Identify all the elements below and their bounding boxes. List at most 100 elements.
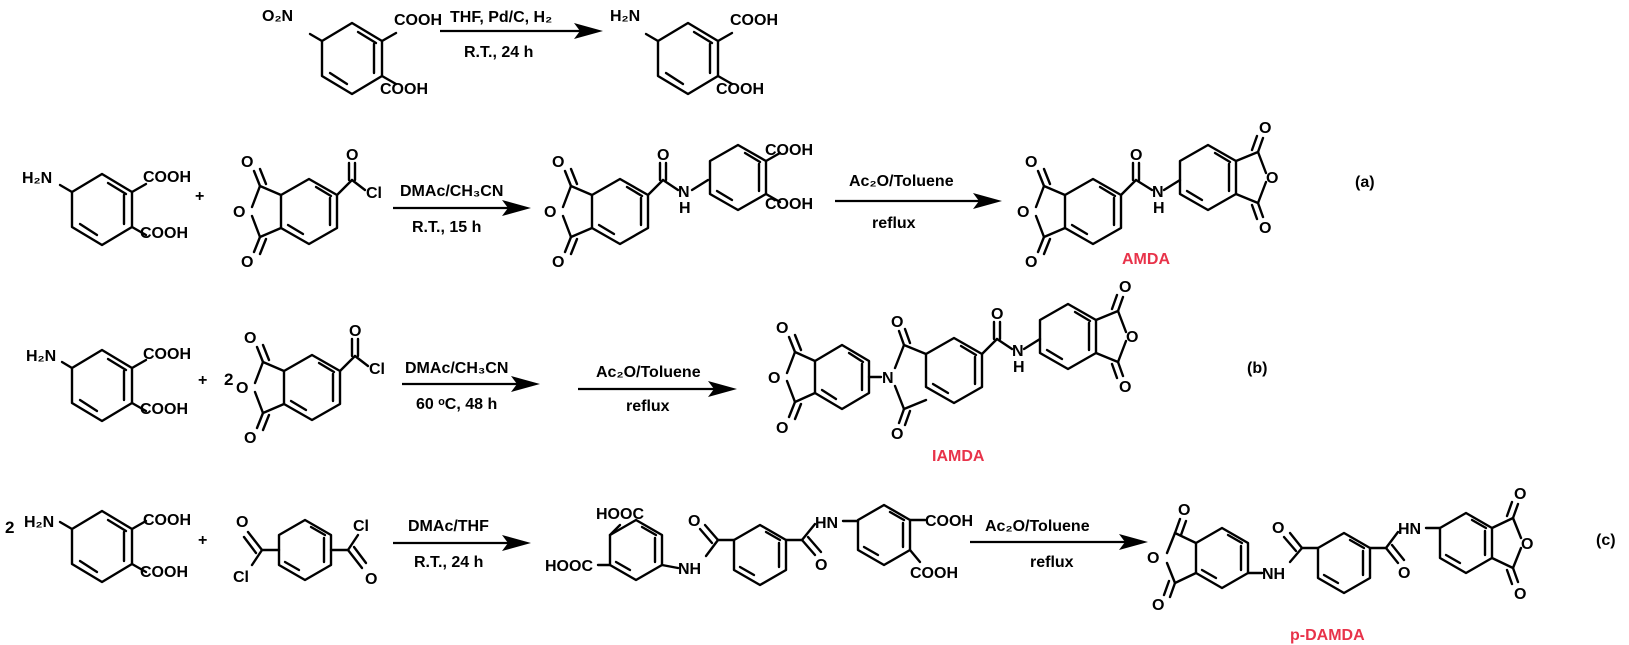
oxygen-label: O: [1025, 154, 1037, 171]
reaction-arrow: DMAc/THF R.T., 24 h: [393, 518, 531, 571]
amda-product: O O O O N H O O O AMDA: [1017, 120, 1278, 271]
condition-label: R.T., 15 h: [412, 219, 481, 236]
acid-label: COOH: [143, 346, 191, 363]
oxygen-label: O: [552, 254, 564, 271]
trimellitic-anhydride-chloride: O O O O Cl: [233, 147, 382, 271]
plus-sign: +: [198, 372, 207, 389]
oxygen-label: O: [1266, 170, 1278, 187]
amide-nitrogen-label: HN: [815, 515, 838, 532]
acid-label: COOH: [910, 565, 958, 582]
amide-hydrogen-label: H: [1013, 359, 1025, 376]
condition-label: reflux: [1030, 554, 1074, 571]
p-damda-product: O O O NH O O HN O O O p-DAMDA: [1147, 486, 1533, 644]
oxygen-label: O: [657, 147, 669, 164]
amide-nitrogen-label: N: [678, 184, 690, 201]
compound-name-amda: AMDA: [1122, 251, 1170, 268]
oxygen-label: O: [244, 430, 256, 447]
oxygen-label: O: [1259, 120, 1271, 137]
reaction-c: 2 H₂N COOH COOH + O: [5, 486, 1616, 644]
reaction-0: O₂N COOH COOH THF, Pd/C, H₂ R.T., 24 h H…: [262, 8, 778, 98]
oxygen-label: O: [776, 420, 788, 437]
plus-sign: +: [198, 532, 207, 549]
oxygen-label: O: [1152, 597, 1164, 614]
reaction-arrow: DMAc/CH₃CN 60 ᵒC, 48 h: [402, 360, 540, 413]
oxygen-label: O: [891, 314, 903, 331]
trimellitic-anhydride-chloride: O O O O Cl: [236, 323, 385, 447]
bis-amic-acid-intermediate: HOOC HOOC NH O O HN COOH COOH: [545, 503, 973, 587]
condition-label: reflux: [872, 215, 916, 232]
oxygen-label: O: [991, 306, 1003, 323]
amide-nitrogen-label: NH: [1262, 566, 1285, 583]
amide-hydrogen-label: H: [679, 200, 691, 217]
aminophthalic-acid: H₂N COOH COOH: [22, 169, 191, 247]
plus-sign: +: [195, 188, 204, 205]
oxygen-label: O: [236, 380, 248, 397]
terephthaloyl-chloride: O Cl Cl O: [233, 514, 377, 588]
panel-tag-b: (b): [1247, 360, 1267, 377]
condition-label: THF, Pd/C, H₂: [450, 9, 552, 26]
reaction-b: H₂N COOH COOH + 2 O O O O Cl: [26, 279, 1267, 465]
oxygen-label: O: [241, 154, 253, 171]
stoichiometric-coefficient: 2: [5, 518, 14, 537]
acid-label: HOOC: [545, 558, 593, 575]
aminophthalic-acid: H₂N COOH COOH: [610, 8, 778, 98]
acid-label: COOH: [925, 513, 973, 530]
compound-name-p-damda: p-DAMDA: [1290, 627, 1365, 644]
nitro-group-label: O₂N: [262, 8, 293, 25]
acid-label: COOH: [394, 12, 442, 29]
oxygen-label: O: [1178, 502, 1190, 519]
oxygen-label: O: [552, 154, 564, 171]
reaction-arrow: THF, Pd/C, H₂ R.T., 24 h: [440, 9, 603, 61]
amine-label: H₂N: [610, 8, 640, 25]
oxygen-label: O: [688, 513, 700, 530]
chlorine-label: Cl: [353, 518, 369, 535]
reaction-arrow: Ac₂O/Toluene reflux: [970, 518, 1148, 571]
oxygen-label: O: [1398, 565, 1410, 582]
acid-label: COOH: [716, 81, 764, 98]
oxygen-label: O: [1147, 550, 1159, 567]
amide-nitrogen-label: N: [1152, 184, 1164, 201]
condition-label: reflux: [626, 398, 670, 415]
oxygen-label: O: [1521, 536, 1533, 553]
oxygen-label: O: [1130, 147, 1142, 164]
acid-label: COOH: [140, 225, 188, 242]
oxygen-label: O: [349, 323, 361, 340]
oxygen-label: O: [346, 147, 358, 164]
oxygen-label: O: [1119, 379, 1131, 396]
aminophthalic-acid: H₂N COOH COOH: [24, 509, 191, 584]
oxygen-label: O: [1126, 329, 1138, 346]
oxygen-label: O: [1025, 254, 1037, 271]
condition-label: R.T., 24 h: [464, 44, 533, 61]
panel-tag-a: (a): [1355, 174, 1375, 191]
acid-label: COOH: [765, 142, 813, 159]
condition-label: DMAc/THF: [408, 518, 489, 535]
oxygen-label: O: [1272, 520, 1284, 537]
oxygen-label: O: [1259, 220, 1271, 237]
amide-nitrogen-label: N: [1012, 343, 1024, 360]
oxygen-label: O: [776, 320, 788, 337]
oxygen-label: O: [1119, 279, 1131, 296]
oxygen-label: O: [544, 204, 556, 221]
acid-label: COOH: [765, 196, 813, 213]
condition-label: R.T., 24 h: [414, 554, 483, 571]
amide-nitrogen-label: NH: [678, 561, 701, 578]
acid-label: HOOC: [596, 506, 644, 523]
condition-label: Ac₂O/Toluene: [985, 518, 1090, 535]
amine-label: H₂N: [24, 514, 54, 531]
iamda-product: O O O N O O O N H O O O IAMDA: [768, 279, 1138, 465]
reaction-arrow: Ac₂O/Toluene reflux: [835, 173, 1002, 232]
oxygen-label: O: [1017, 204, 1029, 221]
stoichiometric-coefficient: 2: [224, 370, 233, 389]
nitrophthalic-acid: O₂N COOH COOH: [262, 8, 442, 98]
chlorine-label: Cl: [233, 569, 249, 586]
imide-nitrogen-label: N: [882, 370, 894, 387]
amide-hydrogen-label: H: [1153, 200, 1165, 217]
reaction-a: H₂N COOH COOH + O O O O Cl: [22, 120, 1375, 271]
oxygen-label: O: [891, 426, 903, 443]
condition-label: 60 ᵒC, 48 h: [416, 396, 497, 413]
acid-label: COOH: [143, 512, 191, 529]
oxygen-label: O: [365, 571, 377, 588]
amine-label: H₂N: [22, 170, 52, 187]
